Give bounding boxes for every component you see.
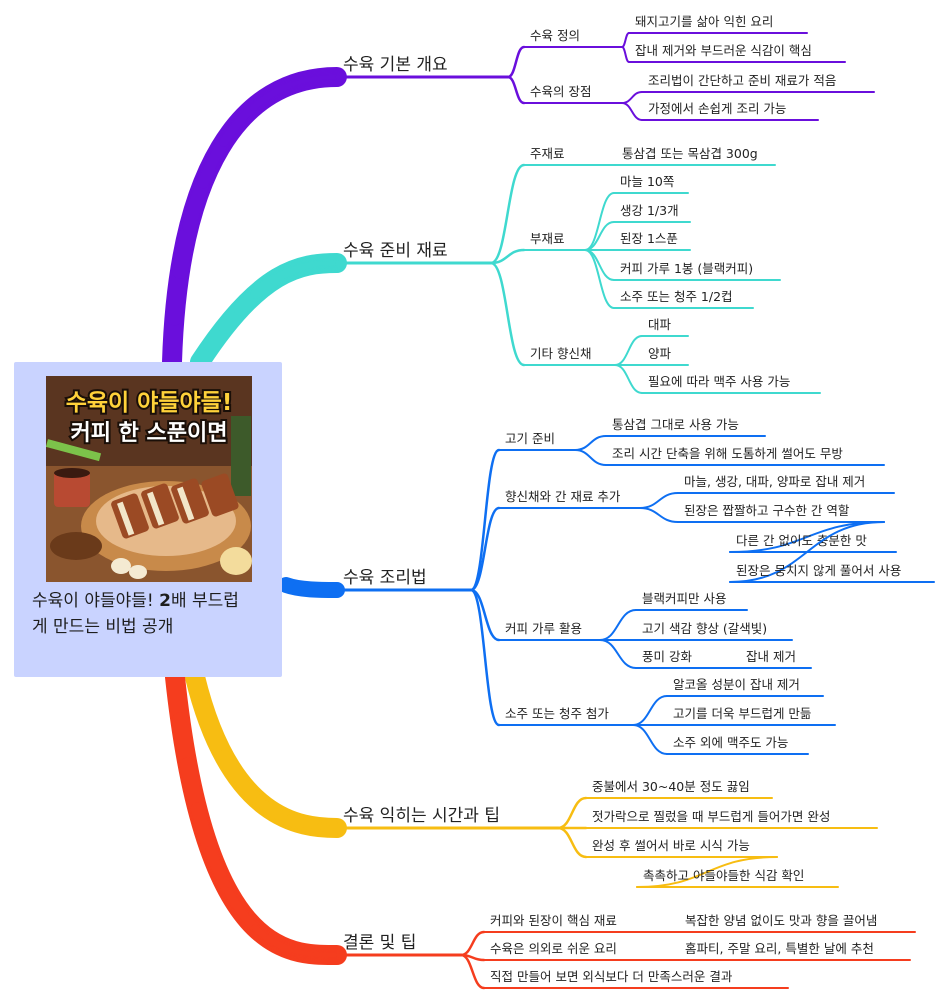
connector-line (556, 826, 588, 859)
sub-node-label[interactable]: 알코올 성분이 잡내 제거 (673, 677, 800, 692)
connector-line (584, 221, 615, 251)
trunk-curve-layer (197, 260, 340, 365)
sub-node-label[interactable]: 소주 외에 맥주도 가능 (673, 735, 788, 750)
sub-node-label[interactable]: 소주 또는 청주 첨가 (505, 706, 609, 721)
sub-node-label[interactable]: 홈파티, 주말 요리, 특별한 날에 추천 (685, 941, 874, 956)
connector-line (621, 102, 643, 121)
sub-node-label[interactable]: 완성 후 썰어서 바로 시식 가능 (592, 838, 750, 853)
sub-node-label[interactable]: 통삼겹 그대로 사용 가능 (612, 417, 739, 432)
connector-line (506, 75, 526, 105)
thumbnail-headline-2: 커피 한 스푼이면 (71, 421, 228, 446)
sub-node-label[interactable]: 젓가락으로 찔렀을 때 부드럽게 들어가면 완성 (592, 809, 830, 824)
connector-line (599, 639, 637, 669)
sub-node-label[interactable]: 된장은 짭짤하고 구수한 간 역할 (684, 503, 850, 518)
connector-line (459, 930, 486, 957)
sub-node-label[interactable]: 고기 준비 (505, 431, 555, 446)
sub-node-label[interactable]: 된장 1스푼 (620, 231, 678, 246)
connector-line (729, 521, 885, 583)
sub-node-label[interactable]: 수육 정의 (530, 28, 580, 43)
trunk-curve-layer (172, 674, 340, 958)
sub-node-label[interactable]: 조리 시간 단축을 위해 도톰하게 썰어도 무방 (612, 446, 843, 461)
connector-line (574, 435, 607, 451)
main-branch-label[interactable]: 수육 조리법 (343, 568, 427, 588)
root-title-prefix: 수육이 야들야들! (32, 591, 160, 611)
connector-line (632, 724, 668, 755)
main-branch-label[interactable]: 수육 익히는 시간과 팁 (343, 806, 500, 826)
sub-node-label[interactable]: 커피 가루 1봉 (블랙커피) (620, 261, 753, 276)
sub-node-label[interactable]: 향신채와 간 재료 추가 (505, 489, 621, 504)
root-title-suffix: 배 부드럽게 만드는 비법 공개 (32, 591, 239, 637)
sub-node-label[interactable]: 통삼겹 또는 목삼겹 300g (622, 146, 758, 161)
connector-line (574, 449, 607, 466)
connector-line (584, 192, 615, 251)
sub-node-label[interactable]: 부재료 (530, 231, 565, 246)
connector-line (636, 856, 778, 888)
root-title-bold: 2 (159, 591, 171, 611)
sub-node-label[interactable]: 기타 향신채 (530, 346, 591, 361)
connector-line (489, 163, 526, 265)
sub-node-label[interactable]: 잡내 제거와 부드러운 식감이 핵심 (635, 43, 812, 58)
sub-node-label[interactable]: 잡내 제거 (746, 649, 796, 664)
connector-line (469, 448, 501, 592)
sub-node-label[interactable]: 수육은 의외로 쉬운 요리 (490, 941, 617, 956)
sub-node-label[interactable]: 중불에서 30~40분 정도 끓임 (592, 779, 750, 794)
sub-node-label[interactable]: 촉촉하고 야들야들한 식감 확인 (643, 868, 804, 883)
connector-line (621, 91, 643, 104)
sub-node-label[interactable]: 소주 또는 청주 1/2컵 (620, 289, 733, 304)
sub-node-label[interactable]: 마늘, 생강, 대파, 양파로 잡내 제거 (684, 474, 865, 489)
sub-node-label[interactable]: 풍미 강화 (642, 649, 692, 664)
trunk-curve-layer (169, 74, 340, 365)
connector-line (639, 507, 679, 523)
main-branch-label[interactable]: 수육 준비 재료 (343, 241, 448, 261)
sub-node-label[interactable]: 수육의 장점 (530, 84, 591, 99)
connector-line (459, 953, 486, 990)
sub-node-label[interactable]: 된장은 뭉치지 않게 풀어서 사용 (736, 563, 901, 578)
trunk-curve-layer (284, 583, 339, 592)
thumbnail-headline-1: 수육이 야들야들! (66, 390, 233, 416)
sub-node-label[interactable]: 가정에서 손쉽게 조리 가능 (648, 101, 786, 116)
connector-line (489, 261, 526, 367)
connector-line (639, 492, 679, 509)
connector-line (556, 796, 588, 830)
main-branch-label[interactable]: 결론 및 팁 (343, 933, 416, 953)
sub-node-label[interactable]: 마늘 10쪽 (620, 174, 674, 189)
sub-node-label[interactable]: 주재료 (530, 146, 565, 161)
sub-node-label[interactable]: 고기 색감 향상 (갈색빛) (642, 621, 767, 636)
sub-node-label[interactable]: 커피와 된장이 핵심 재료 (490, 913, 617, 928)
root-title: 수육이 야들야들! 2배 부드럽게 만드는 비법 공개 (32, 588, 242, 640)
main-branch-label[interactable]: 수육 기본 개요 (343, 55, 448, 75)
connector-line (621, 46, 630, 63)
connector-line (621, 32, 630, 48)
trunk-curve-layer (192, 674, 340, 831)
sub-node-label[interactable]: 양파 (648, 346, 672, 361)
connector-line (469, 588, 501, 727)
sub-node-label[interactable]: 조리법이 간단하고 준비 재료가 적음 (648, 73, 836, 88)
connector-line (729, 521, 885, 553)
sub-node-label[interactable]: 돼지고기를 삶아 익힌 요리 (635, 14, 773, 29)
root-thumbnail-image: 수육이 야들야들! 커피 한 스푼이면 (46, 376, 252, 582)
connector-line (469, 506, 501, 592)
sub-node-label[interactable]: 필요에 따라 맥주 사용 가능 (648, 374, 790, 389)
connector-line (614, 335, 643, 366)
sub-node-label[interactable]: 블랙커피만 사용 (642, 591, 726, 606)
sub-node-label[interactable]: 대파 (648, 317, 672, 332)
sub-node-label[interactable]: 생강 1/3개 (620, 203, 679, 218)
connector-line (599, 609, 637, 641)
root-node[interactable]: 수육이 야들야들! 커피 한 스푼이면 수육이 야들야들! 2배 부드럽게 만드… (14, 362, 282, 677)
sub-node-label[interactable]: 다른 간 없이도 충분한 맛 (736, 533, 867, 548)
connector-line (584, 249, 615, 309)
sub-node-label[interactable]: 고기를 더욱 부드럽게 만듦 (673, 706, 811, 721)
sub-node-label[interactable]: 커피 가루 활용 (505, 621, 582, 636)
connector-line (506, 45, 526, 79)
sub-node-label[interactable]: 복잡한 양념 없이도 맛과 향을 끌어냄 (685, 913, 877, 928)
connector-line (489, 248, 526, 265)
sub-node-label[interactable]: 직접 만들어 보면 외식보다 더 만족스러운 결과 (490, 969, 733, 984)
connector-line (614, 364, 643, 394)
connector-line (632, 695, 668, 726)
